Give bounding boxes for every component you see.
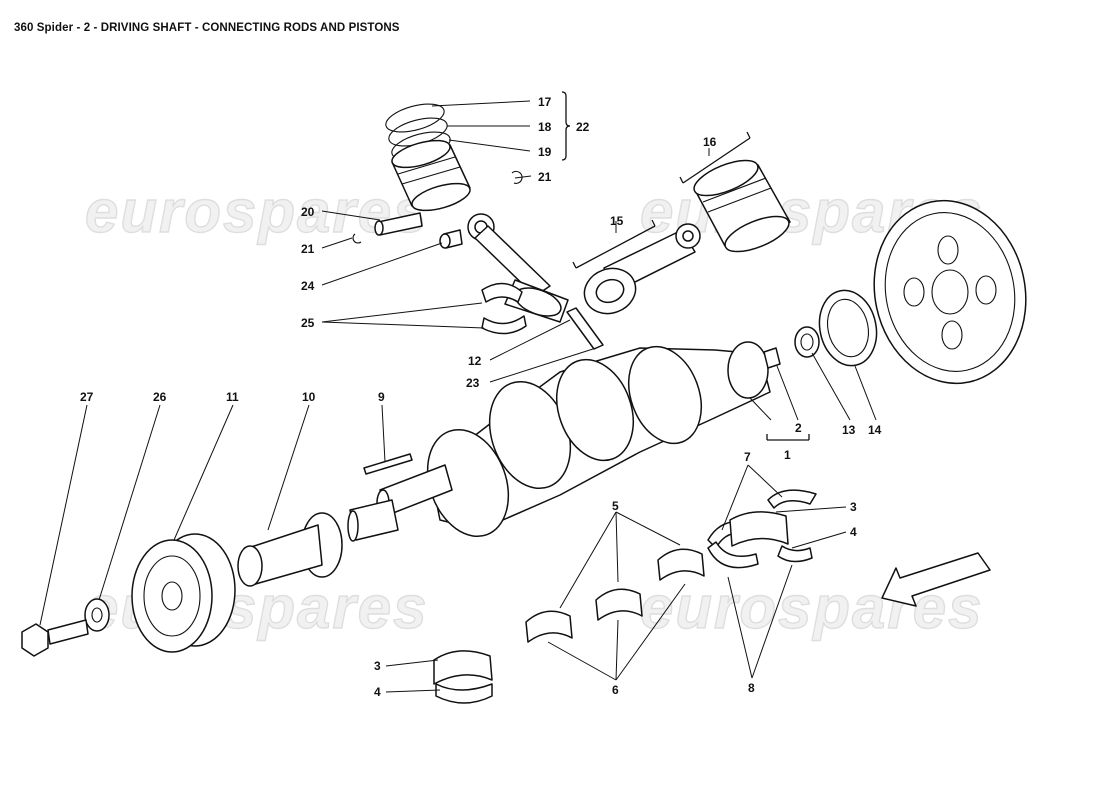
crank-plug	[763, 347, 781, 369]
thrust-washers	[707, 489, 817, 569]
crankshaft	[347, 341, 771, 542]
callout-1: 1	[784, 448, 791, 462]
leader-lines	[39, 100, 877, 693]
callout-8: 8	[748, 681, 755, 695]
piston-assembly	[693, 159, 791, 253]
timing-gear	[237, 512, 343, 587]
callout-5: 5	[612, 499, 619, 513]
arrow-down-left-icon	[881, 552, 991, 607]
callout-9: 9	[378, 390, 385, 404]
callout-24: 24	[301, 279, 315, 293]
callout-12: 12	[468, 354, 482, 368]
callout-7: 7	[744, 450, 751, 464]
callout-23: 23	[466, 376, 480, 390]
connecting-rod-assembly	[583, 223, 701, 315]
circlip-lower	[352, 233, 362, 244]
callout-17: 17	[538, 95, 552, 109]
callout-20: 20	[301, 205, 315, 219]
connecting-rod-upper	[467, 213, 569, 323]
oil-seal-ring	[818, 289, 878, 367]
callout-22: 22	[576, 120, 590, 134]
gudgeon-pin	[374, 212, 423, 236]
circlip-upper	[511, 170, 523, 184]
callout-18: 18	[538, 120, 552, 134]
diagram-title: 360 Spider - 2 - DRIVING SHAFT - CONNECT…	[14, 22, 400, 34]
woodruff-key	[363, 453, 413, 475]
washer	[84, 598, 110, 632]
callout-21: 21	[301, 242, 315, 256]
watermark-text: eurospares	[85, 178, 429, 245]
callout-labels: 17 18 19 22 21 20 21 24 25 12 23 15 16 2…	[80, 95, 882, 699]
callout-14: 14	[868, 423, 882, 437]
pulley-bolt	[21, 619, 89, 657]
callout-11: 11	[226, 390, 239, 404]
pilot-bearing	[794, 326, 820, 358]
callout-16: 16	[703, 135, 717, 149]
grouping-brackets	[561, 91, 810, 441]
callout-4: 4	[850, 525, 857, 539]
callout-6: 6	[612, 683, 619, 697]
callout-25: 25	[301, 316, 315, 330]
big-end-bearing-shells	[481, 282, 527, 335]
small-end-bushing	[439, 229, 463, 249]
piston-upper	[391, 139, 471, 212]
callout-3: 3	[850, 500, 857, 514]
crank-pulley	[131, 533, 236, 653]
callout-27: 27	[80, 390, 94, 404]
callout-13: 13	[842, 423, 856, 437]
callout-3: 3	[374, 659, 381, 673]
callout-26: 26	[153, 390, 167, 404]
callout-10: 10	[302, 390, 316, 404]
rod-bolt	[566, 307, 604, 350]
main-bearing-shells	[433, 548, 705, 704]
callout-15: 15	[610, 214, 624, 228]
callout-21: 21	[538, 170, 552, 184]
callout-19: 19	[538, 145, 552, 159]
callout-2: 2	[795, 421, 802, 435]
flywheel	[873, 199, 1027, 385]
callout-4: 4	[374, 685, 381, 699]
